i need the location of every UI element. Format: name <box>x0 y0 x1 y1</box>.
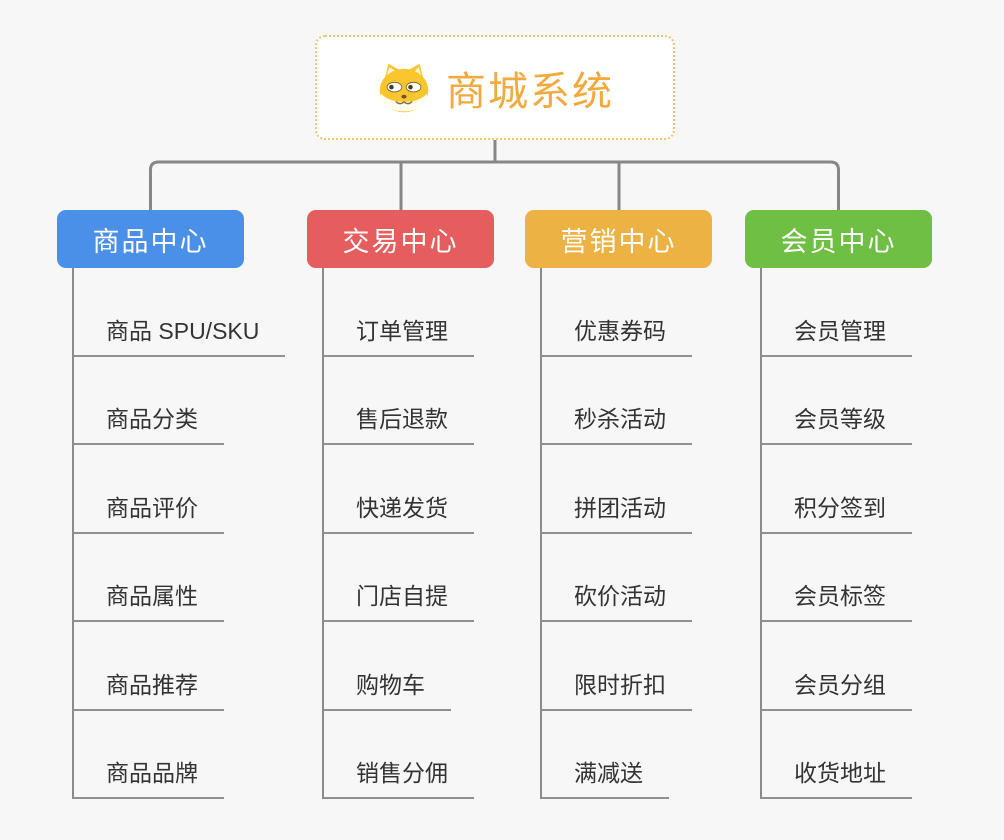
child-node[interactable]: 会员管理 <box>762 268 912 357</box>
child-node-label[interactable]: 收货地址 <box>762 754 912 799</box>
child-node[interactable]: 会员等级 <box>762 357 912 445</box>
child-node[interactable]: 快递发货 <box>324 445 474 534</box>
dog-face-icon <box>379 63 429 112</box>
branch-column-trade: 交易中心 订单管理 售后退款 快递发货 门店自提 购物车 销售分佣 <box>307 210 494 799</box>
child-node[interactable]: 优惠券码 <box>542 268 692 357</box>
child-node-label[interactable]: 商品属性 <box>74 577 224 622</box>
child-node[interactable]: 销售分佣 <box>324 711 474 799</box>
child-node[interactable]: 商品属性 <box>74 534 224 622</box>
child-node-label[interactable]: 商品品牌 <box>74 754 224 799</box>
child-node[interactable]: 会员标签 <box>762 534 912 622</box>
child-node[interactable]: 满减送 <box>542 711 669 799</box>
branch-children-trade: 订单管理 售后退款 快递发货 门店自提 购物车 销售分佣 <box>322 268 494 799</box>
root-title: 商城系统 <box>446 69 614 114</box>
child-node[interactable]: 订单管理 <box>324 268 474 357</box>
child-node[interactable]: 收货地址 <box>762 711 912 799</box>
child-node-label[interactable]: 限时折扣 <box>542 666 692 711</box>
child-node[interactable]: 拼团活动 <box>542 445 692 534</box>
child-node[interactable]: 限时折扣 <box>542 622 692 711</box>
child-node-label[interactable]: 销售分佣 <box>324 754 474 799</box>
branch-children-member: 会员管理 会员等级 积分签到 会员标签 会员分组 收货地址 <box>760 268 932 799</box>
child-node-label[interactable]: 积分签到 <box>762 489 912 534</box>
branch-header-member[interactable]: 会员中心 <box>745 210 932 268</box>
branch-column-marketing: 营销中心 优惠券码 秒杀活动 拼团活动 砍价活动 限时折扣 满减送 <box>525 210 712 799</box>
child-node[interactable]: 秒杀活动 <box>542 357 692 445</box>
branch-header-marketing[interactable]: 营销中心 <box>525 210 712 268</box>
child-node[interactable]: 积分签到 <box>762 445 912 534</box>
child-node-label[interactable]: 砍价活动 <box>542 577 692 622</box>
branch-header-product[interactable]: 商品中心 <box>57 210 244 268</box>
root-node[interactable]: 商城系统 <box>315 35 675 140</box>
branch-column-member: 会员中心 会员管理 会员等级 积分签到 会员标签 会员分组 收货地址 <box>745 210 932 799</box>
child-node-label[interactable]: 商品分类 <box>74 400 224 445</box>
child-node-label[interactable]: 会员管理 <box>762 312 912 357</box>
child-node-label[interactable]: 商品 SPU/SKU <box>74 312 286 357</box>
child-node[interactable]: 门店自提 <box>324 534 474 622</box>
child-node[interactable]: 商品评价 <box>74 445 224 534</box>
child-node[interactable]: 会员分组 <box>762 622 912 711</box>
child-node-label[interactable]: 优惠券码 <box>542 312 692 357</box>
branch-children-marketing: 优惠券码 秒杀活动 拼团活动 砍价活动 限时折扣 满减送 <box>540 268 712 799</box>
child-node[interactable]: 商品推荐 <box>74 622 224 711</box>
child-node-label[interactable]: 会员分组 <box>762 666 912 711</box>
child-node-label[interactable]: 会员标签 <box>762 577 912 622</box>
child-node-label[interactable]: 商品推荐 <box>74 666 224 711</box>
child-node-label[interactable]: 拼团活动 <box>542 489 692 534</box>
child-node[interactable]: 商品品牌 <box>74 711 224 799</box>
branch-header-trade[interactable]: 交易中心 <box>307 210 494 268</box>
child-node-label[interactable]: 售后退款 <box>324 400 474 445</box>
child-node-label[interactable]: 满减送 <box>542 754 669 799</box>
child-node-label[interactable]: 商品评价 <box>74 489 224 534</box>
child-node-label[interactable]: 会员等级 <box>762 400 912 445</box>
child-node-label[interactable]: 购物车 <box>324 666 451 711</box>
child-node-label[interactable]: 快递发货 <box>324 489 474 534</box>
branch-column-product: 商品中心 商品 SPU/SKU 商品分类 商品评价 商品属性 商品推荐 商品品牌 <box>57 210 286 799</box>
child-node[interactable]: 售后退款 <box>324 357 474 445</box>
branch-rail-line <box>149 160 840 210</box>
child-node[interactable]: 购物车 <box>324 622 451 711</box>
child-node-label[interactable]: 秒杀活动 <box>542 400 692 445</box>
child-node[interactable]: 砍价活动 <box>542 534 692 622</box>
child-node-label[interactable]: 订单管理 <box>324 312 474 357</box>
branch-children-product: 商品 SPU/SKU 商品分类 商品评价 商品属性 商品推荐 商品品牌 <box>72 268 286 799</box>
child-node[interactable]: 商品分类 <box>74 357 224 445</box>
child-node[interactable]: 商品 SPU/SKU <box>74 268 286 357</box>
child-node-label[interactable]: 门店自提 <box>324 577 474 622</box>
